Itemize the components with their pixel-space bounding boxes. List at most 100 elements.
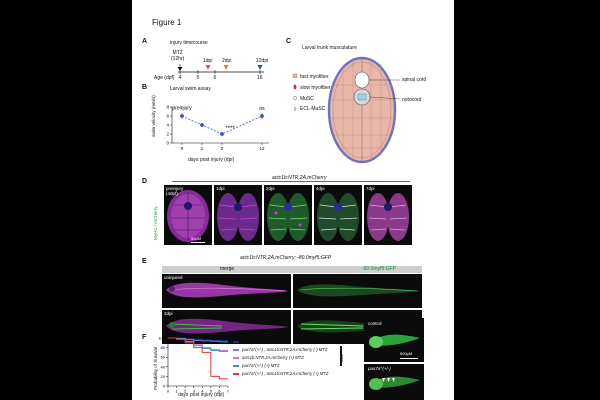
swim-xlabel: days post injury (dpi) [188, 157, 235, 163]
legend-fast-myofiber: fast myofiber [300, 74, 329, 80]
swim-x-tick-label: 12 [259, 146, 265, 151]
legend-swatch-1 [233, 341, 239, 343]
legend-swatch-3 [233, 357, 239, 359]
survival-y-tick-label: 80 [161, 345, 166, 350]
label-control: control [368, 321, 382, 326]
survival-xlabel: days post injury (dpi) [178, 392, 225, 398]
swim-y-tick-label: 0 [166, 141, 169, 146]
panel-d-title: actc1b:NTR,2A,mCherry [272, 175, 327, 181]
panel-label-a: A [142, 38, 148, 45]
survival-x-tick-label: 7 [227, 389, 230, 394]
callout-notocord: notocord [402, 97, 422, 103]
arrow-12dpi-icon [257, 65, 263, 70]
tile-4dpi: 4dpi [314, 185, 362, 245]
tile-label-4dpi: 4dpi [316, 186, 325, 191]
tile-2dpi: 2dpi [264, 185, 312, 245]
tile-label-1dpi: 1dpi [216, 186, 225, 191]
swim-x-tick-label: 0 [181, 146, 184, 151]
survival-x-tick-label: 6 [218, 389, 221, 394]
mark-12dpi: 12dpi [256, 58, 269, 64]
tile-preinjury: preinjury (4dpf) 50µM [164, 185, 212, 245]
arrowhead-1-icon [382, 378, 385, 382]
legend-swatch-5 [233, 373, 239, 375]
age-16: 16 [257, 75, 263, 81]
legend-ecl-musc: ECL-MuSC [300, 106, 326, 112]
image-gfp-uninjured [293, 274, 422, 308]
col-label-merge: merge [220, 266, 235, 272]
survival-y-tick-label: 20 [161, 374, 166, 379]
row-label-2dpi: 2dpi [164, 311, 173, 316]
fast-myofiber-swatch-icon [292, 73, 298, 78]
survival-x-tick-label: 3 [193, 389, 196, 394]
swim-data-point [220, 132, 224, 136]
timecourse-title: injury timecourse [170, 40, 208, 46]
tile-1dpi: 1dpi [214, 185, 262, 245]
slow-myofiber-swatch-icon [293, 84, 297, 90]
swim-ns-label: ns [259, 106, 265, 112]
panel-f-scale: 500µM [400, 351, 413, 356]
swim-data-point [260, 114, 264, 118]
legend-swatch-2 [233, 349, 239, 351]
swim-assay-title: Larval swim assay [170, 86, 211, 92]
legend-entry-3: actc1b:NTR,2A,mCherry (+) MTZ [242, 354, 304, 360]
tile-label-preinjury: preinjury (4dpf) [166, 186, 184, 196]
panel-f-scalebar [400, 358, 418, 359]
image-control: control 500µM [364, 318, 424, 362]
arrow-2dpi-icon [223, 65, 229, 70]
mtz-arrow-icon [177, 67, 183, 71]
mark-1dpi: 1dpi [203, 58, 213, 64]
image-merge-2dpi: 2dpi [162, 310, 291, 344]
survival-x-tick-label: 4 [201, 389, 204, 394]
survival-y-tick-label: 0 [163, 384, 166, 389]
swim-x-tick-label: 1 [201, 146, 204, 151]
mtz-label: MTZ (12hr) [171, 50, 185, 62]
panel-label-d: D [142, 178, 148, 185]
swim-y-tick-label: 2 [166, 132, 169, 137]
musc-swatch-icon [293, 96, 297, 100]
image-merge-uninjured: uninjured [162, 274, 291, 308]
tile-7dpi: 7dpi [364, 185, 412, 245]
survival-y-tick-label: 100 [158, 336, 165, 341]
trunk-diagram [292, 56, 401, 164]
arrow-1dpi-icon [205, 65, 211, 70]
figure-page: Figure 1 A injury timecourse MTZ (12hr) … [132, 0, 454, 400]
arrowhead-3-icon [392, 378, 395, 382]
panel-label-b: B [142, 84, 148, 91]
survival-x-tick-label: 5 [210, 389, 213, 394]
legend-entry-2: pax7a^(+/-) ; actc1b:NTR,2A,mCherry (-) … [242, 346, 328, 352]
col-label-gfp: -80.0myf5:GFP [362, 266, 396, 272]
swim-significance: **** [225, 126, 235, 132]
panel-e-title: actc1b:NTR,2A,mCherry; -80.0myf5:GFP [240, 255, 332, 261]
survival-series-5 [168, 337, 228, 380]
figure-title: Figure 1 [152, 18, 182, 27]
panel-d-scalebar [191, 242, 205, 243]
legend-entry-1: pax7a^(+/-) ; +MTZ [242, 338, 278, 344]
legend-entry-5: pax7a^(+/-) ; actc1b:NTR,2A,mCherry (+) … [242, 370, 329, 376]
legend-swatch-4 [233, 365, 239, 367]
mark-2dpi: 2dpi [222, 58, 232, 64]
survival-x-tick-label: 0 [167, 389, 170, 394]
musculature-title: Larval trunk musculature [302, 45, 357, 51]
survival-x-tick-label: 2 [184, 389, 187, 394]
timeline [177, 64, 264, 74]
swim-data-point [180, 114, 184, 118]
callout-spinal-cord: spinal cord [402, 77, 427, 83]
swim-preinjury-label: preinjury [172, 105, 192, 111]
panel-d-scale: 50µM [191, 236, 202, 241]
survival-significance: **** [337, 354, 343, 362]
swim-y-tick-label: 6 [166, 114, 169, 119]
swim-y-tick-label: 4 [166, 123, 169, 128]
age-5: 5 [196, 75, 200, 81]
survival-y-tick-label: 60 [161, 355, 166, 360]
arrowhead-2-icon [387, 378, 390, 382]
label-pax7a: pax7a^(+/-) [368, 366, 391, 371]
legend-musc: MuSC [300, 96, 314, 102]
row-label-uninjured: uninjured [164, 275, 183, 280]
swim-x-tick-label: 2 [221, 146, 224, 151]
survival-y-tick-label: 40 [161, 364, 166, 369]
legend-entry-4: pax7a^(+/-) (+) MTZ [242, 362, 280, 368]
survival-legend: pax7a^(+/-) ; +MTZ pax7a^(+/-) ; actc1b:… [233, 338, 328, 378]
panel-label-e: E [142, 258, 147, 265]
